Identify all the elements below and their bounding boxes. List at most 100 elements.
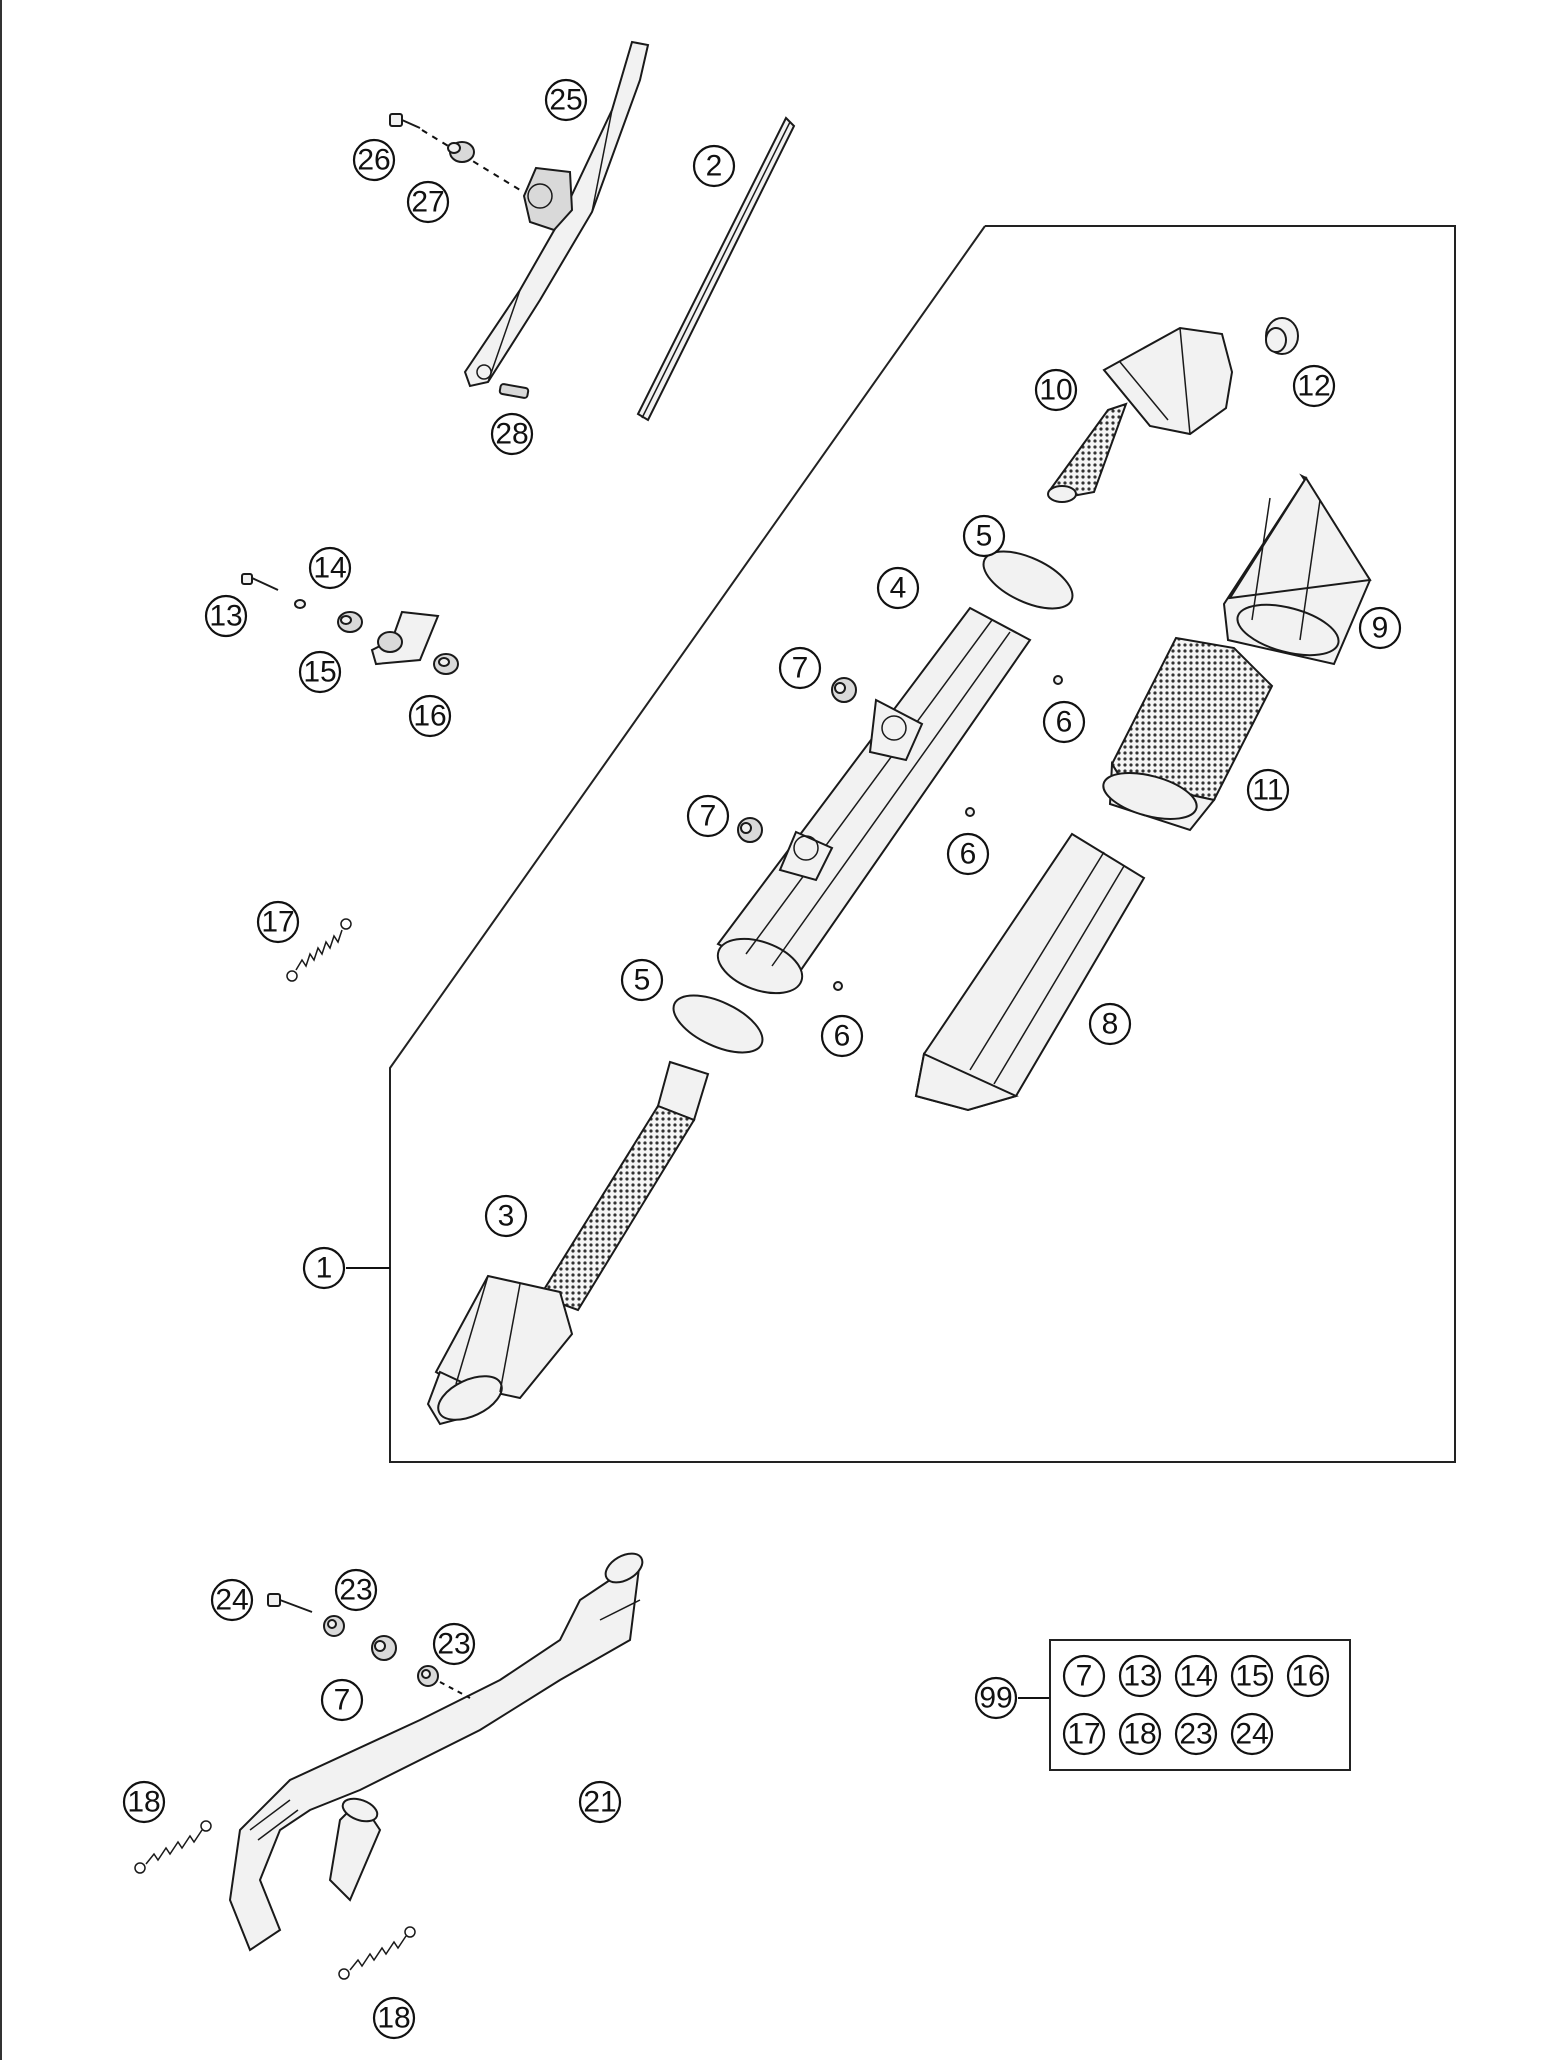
- svg-text:11: 11: [1252, 774, 1283, 807]
- callout-21: 21: [578, 1780, 622, 1824]
- svg-text:15: 15: [1235, 1660, 1268, 1693]
- spring-part-18a: [134, 1820, 212, 1874]
- svg-text:99: 99: [979, 1682, 1012, 1715]
- kit-box: [1049, 1639, 1351, 1771]
- svg-text:23: 23: [437, 1628, 470, 1661]
- svg-text:24: 24: [1235, 1718, 1268, 1751]
- callout-1: 1: [302, 1246, 346, 1290]
- callout-10: 10: [1034, 368, 1078, 412]
- svg-text:18: 18: [127, 1786, 160, 1819]
- svg-text:5: 5: [634, 964, 651, 997]
- svg-text:10: 10: [1039, 374, 1072, 407]
- kit-item-5: 16: [1286, 1654, 1330, 1698]
- callout-17: 17: [256, 900, 300, 944]
- svg-text:13: 13: [209, 600, 242, 633]
- callout-99: 99: [974, 1676, 1018, 1720]
- callout-7c: 7: [320, 1678, 364, 1722]
- svg-text:23: 23: [339, 1574, 372, 1607]
- callout-23a: 23: [334, 1568, 378, 1612]
- svg-text:25: 25: [549, 84, 582, 117]
- svg-text:7: 7: [1076, 1660, 1093, 1693]
- kit-item-9: 24: [1230, 1712, 1274, 1756]
- callout-16: 16: [408, 694, 452, 738]
- svg-text:5: 5: [976, 520, 993, 553]
- svg-text:8: 8: [1102, 1008, 1119, 1041]
- callout-9: 9: [1358, 606, 1402, 650]
- kit-item-2: 13: [1118, 1654, 1162, 1698]
- svg-text:23: 23: [1179, 1718, 1212, 1751]
- svg-text:7: 7: [334, 1684, 351, 1717]
- svg-text:12: 12: [1297, 370, 1330, 403]
- svg-text:18: 18: [1123, 1718, 1156, 1751]
- mount-hardware-group: [241, 573, 459, 675]
- callout-3: 3: [484, 1194, 528, 1238]
- callout-15: 15: [298, 650, 342, 694]
- grommet-7a: [831, 677, 857, 703]
- svg-text:16: 16: [413, 700, 446, 733]
- svg-text:27: 27: [411, 186, 444, 219]
- callout-8: 8: [1088, 1002, 1132, 1046]
- clamp-part: [1265, 317, 1299, 355]
- svg-text:17: 17: [1067, 1718, 1100, 1751]
- callout-18b: 18: [372, 1996, 416, 2040]
- header-pipe-part: [228, 1552, 644, 1952]
- bolt-part: [389, 113, 521, 191]
- callout-18a: 18: [122, 1780, 166, 1824]
- svg-text:2: 2: [706, 150, 723, 183]
- screw-6b: [965, 807, 975, 817]
- callout-13: 13: [204, 594, 248, 638]
- svg-text:28: 28: [495, 418, 528, 451]
- callout-6a: 6: [1042, 700, 1086, 744]
- silencer-body-part: [716, 606, 1032, 995]
- spring-part-17: [286, 918, 352, 982]
- svg-text:26: 26: [357, 144, 390, 177]
- perforated-insert-part: [1102, 636, 1274, 832]
- gasket-ring-lower: [672, 994, 764, 1054]
- callout-7a: 7: [778, 646, 822, 690]
- svg-text:9: 9: [1372, 612, 1389, 645]
- screw-6c: [833, 981, 843, 991]
- callout-5b: 5: [620, 958, 664, 1002]
- gasket-strip-part: [636, 116, 796, 422]
- svg-text:21: 21: [583, 1786, 616, 1819]
- callout-2: 2: [692, 144, 736, 188]
- gasket-ring-upper: [982, 550, 1074, 610]
- callout-7b: 7: [686, 794, 730, 838]
- svg-text:16: 16: [1291, 1660, 1324, 1693]
- screw-part: [498, 383, 530, 399]
- kit-item-6: 17: [1062, 1712, 1106, 1756]
- callout-28: 28: [490, 412, 534, 456]
- end-cap-part: [1047, 326, 1234, 503]
- callout-25: 25: [544, 78, 588, 122]
- bracket-part: [463, 40, 650, 388]
- outer-sleeve-part: [1222, 473, 1372, 666]
- svg-text:15: 15: [303, 656, 336, 689]
- kit-item-8: 23: [1174, 1712, 1218, 1756]
- spring-part-18b: [338, 1926, 416, 1980]
- callout-14: 14: [308, 546, 352, 590]
- svg-text:7: 7: [700, 800, 717, 833]
- callout-6c: 6: [820, 1014, 864, 1058]
- kit-item-4: 15: [1230, 1654, 1274, 1698]
- svg-text:3: 3: [498, 1200, 515, 1233]
- svg-text:14: 14: [313, 552, 346, 585]
- svg-text:6: 6: [834, 1020, 851, 1053]
- grommet-part: [447, 141, 475, 163]
- callout-24: 24: [210, 1578, 254, 1622]
- svg-text:18: 18: [377, 2002, 410, 2035]
- svg-text:7: 7: [792, 652, 809, 685]
- svg-text:4: 4: [890, 572, 907, 605]
- callout-4: 4: [876, 566, 920, 610]
- kit-item-1: 7: [1062, 1654, 1106, 1698]
- screw-6a: [1053, 675, 1063, 685]
- header-mount-hardware: [267, 1593, 471, 1699]
- outer-shell-part: [914, 832, 1146, 1112]
- callout-5a: 5: [962, 514, 1006, 558]
- callout-11: 11: [1246, 768, 1290, 812]
- callout-27: 27: [406, 180, 450, 224]
- svg-text:1: 1: [316, 1252, 333, 1285]
- svg-text:17: 17: [261, 906, 294, 939]
- svg-text:14: 14: [1179, 1660, 1212, 1693]
- callout-26: 26: [352, 138, 396, 182]
